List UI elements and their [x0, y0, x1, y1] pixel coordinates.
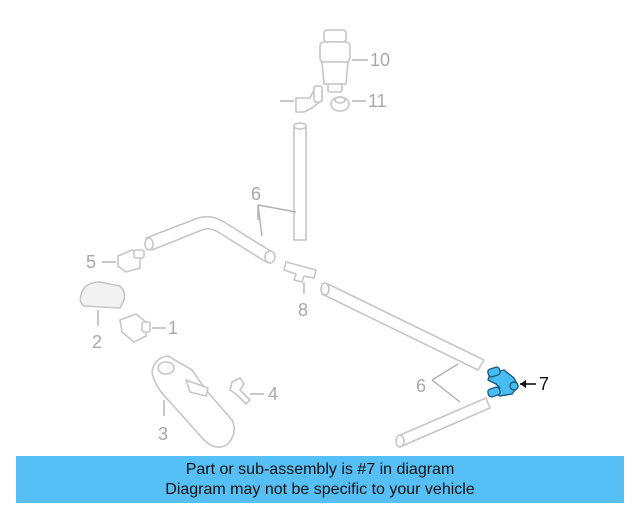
callout-1: 1 — [168, 318, 178, 338]
callout-3: 3 — [158, 424, 168, 444]
callout-4: 4 — [268, 384, 278, 404]
part-5-connector[interactable] — [117, 249, 145, 273]
part-6-hose-lower[interactable] — [395, 397, 491, 448]
callout-7-arrowhead — [520, 380, 526, 388]
callout-6-upper: 6 — [251, 184, 261, 204]
callout-7: 7 — [539, 374, 549, 394]
callout-10: 10 — [370, 50, 390, 70]
banner-part-note: Part or sub-assembly is #7 in diagram — [185, 461, 455, 478]
part-9-elbow-connector[interactable] — [295, 85, 323, 113]
part-4-bolt[interactable] — [229, 377, 251, 405]
part-6-hose-vertical[interactable] — [293, 122, 307, 241]
part-10-washer-pump[interactable] — [319, 29, 351, 93]
part-8-t-connector[interactable] — [283, 261, 317, 283]
part-6-hose-left[interactable] — [144, 215, 276, 264]
part-1-nozzle[interactable] — [119, 313, 151, 343]
banner-disclaimer: Diagram may not be specific to your vehi… — [165, 481, 475, 498]
part-7-y-connector[interactable] — [487, 366, 519, 398]
part-11-grommet[interactable] — [330, 96, 350, 112]
part-2-nozzle-cover[interactable] — [79, 281, 126, 309]
part-6-hose-diagonal[interactable] — [320, 282, 485, 371]
part-3-washer-arm[interactable] — [151, 355, 236, 448]
info-banner: Part or sub-assembly is #7 in diagram Di… — [16, 456, 624, 503]
callout-5: 5 — [86, 252, 96, 272]
callout-11: 11 — [368, 91, 387, 111]
callout-2: 2 — [92, 332, 102, 352]
callout-8: 8 — [298, 300, 308, 320]
callout-6-lower: 6 — [416, 376, 426, 396]
